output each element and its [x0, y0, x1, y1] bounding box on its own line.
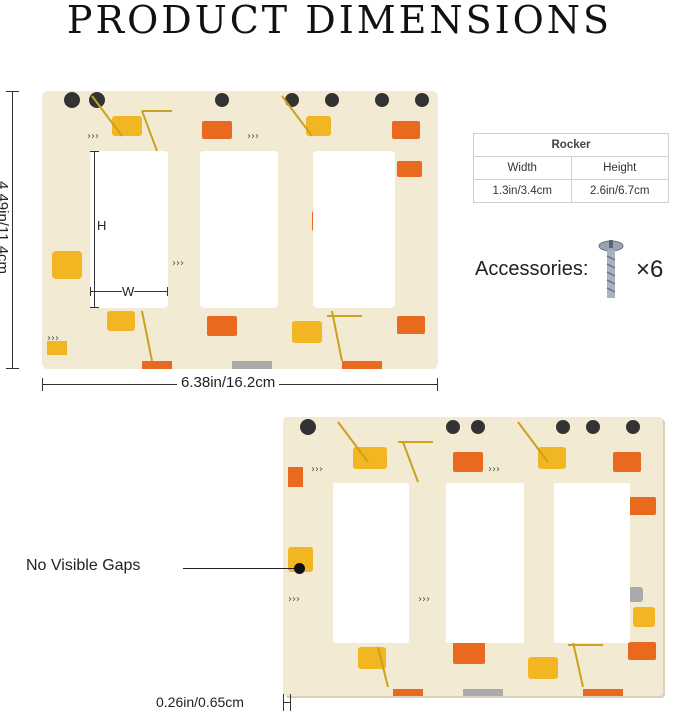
opening-height-label: H: [97, 218, 107, 233]
opening-width-tick-left: [90, 287, 91, 296]
construction-pattern: ›››››››››››››››: [288, 419, 656, 696]
svg-text:›››: ›››: [288, 594, 300, 605]
plate-height-tick-top: [6, 91, 19, 92]
opening-height-tick-bottom: [90, 307, 99, 308]
rocker-opening-3: [554, 483, 630, 643]
opening-width-tick-right: [167, 287, 168, 296]
svg-text:›››: ›››: [87, 131, 99, 142]
plate-height-tick-bottom: [6, 368, 19, 369]
accessories-label: Accessories:: [475, 258, 589, 280]
svg-text:›››: ›››: [172, 258, 184, 269]
plate-height-label: 4.49in/11.4cm: [0, 177, 12, 278]
svg-text:›››: ›››: [418, 594, 430, 605]
spec-col1-value: 1.3in/3.4cm: [473, 179, 572, 203]
page-title: PRODUCT DIMENSIONS: [66, 0, 613, 42]
rocker-opening-2: [200, 151, 278, 308]
rocker-opening-2: [446, 483, 524, 643]
construction-pattern: ›››››››››››››››: [47, 92, 429, 369]
spec-col2-value: 2.6in/6.7cm: [570, 179, 669, 203]
plate-width-tick-right: [437, 378, 438, 391]
no-gaps-label: No Visible Gaps: [26, 557, 141, 574]
plate-thickness-label: 0.26in/0.65cm: [156, 694, 244, 710]
plate-width-label: 6.38in/16.2cm: [177, 374, 280, 391]
svg-text:›››: ›››: [47, 333, 59, 344]
accessories-count: ×6: [636, 256, 664, 283]
svg-text:›››: ›››: [311, 464, 323, 475]
spec-col2-label: Height: [570, 156, 669, 180]
svg-text:›››: ›››: [247, 131, 259, 142]
svg-text:›››: ›››: [488, 464, 500, 475]
plate-height-line: [12, 91, 13, 369]
opening-width-label: W: [122, 284, 135, 299]
rocker-opening-1: [333, 483, 409, 643]
spec-header: Rocker: [473, 133, 669, 157]
no-gaps-leader-line: [183, 568, 295, 569]
opening-height-tick-top: [90, 151, 99, 152]
thickness-line: [283, 702, 291, 703]
screw-icon: [598, 240, 624, 298]
no-gaps-marker-dot: [294, 563, 305, 574]
rocker-opening-3: [313, 151, 395, 308]
wall-plate-angled: ›››››››››››››››: [283, 417, 663, 696]
plate-width-tick-left: [42, 378, 43, 391]
spec-col1-label: Width: [473, 156, 572, 180]
wall-plate-front: ››››››››››››››› H W: [42, 91, 438, 369]
opening-height-line: [94, 151, 95, 308]
rocker-opening-1: [90, 151, 168, 308]
